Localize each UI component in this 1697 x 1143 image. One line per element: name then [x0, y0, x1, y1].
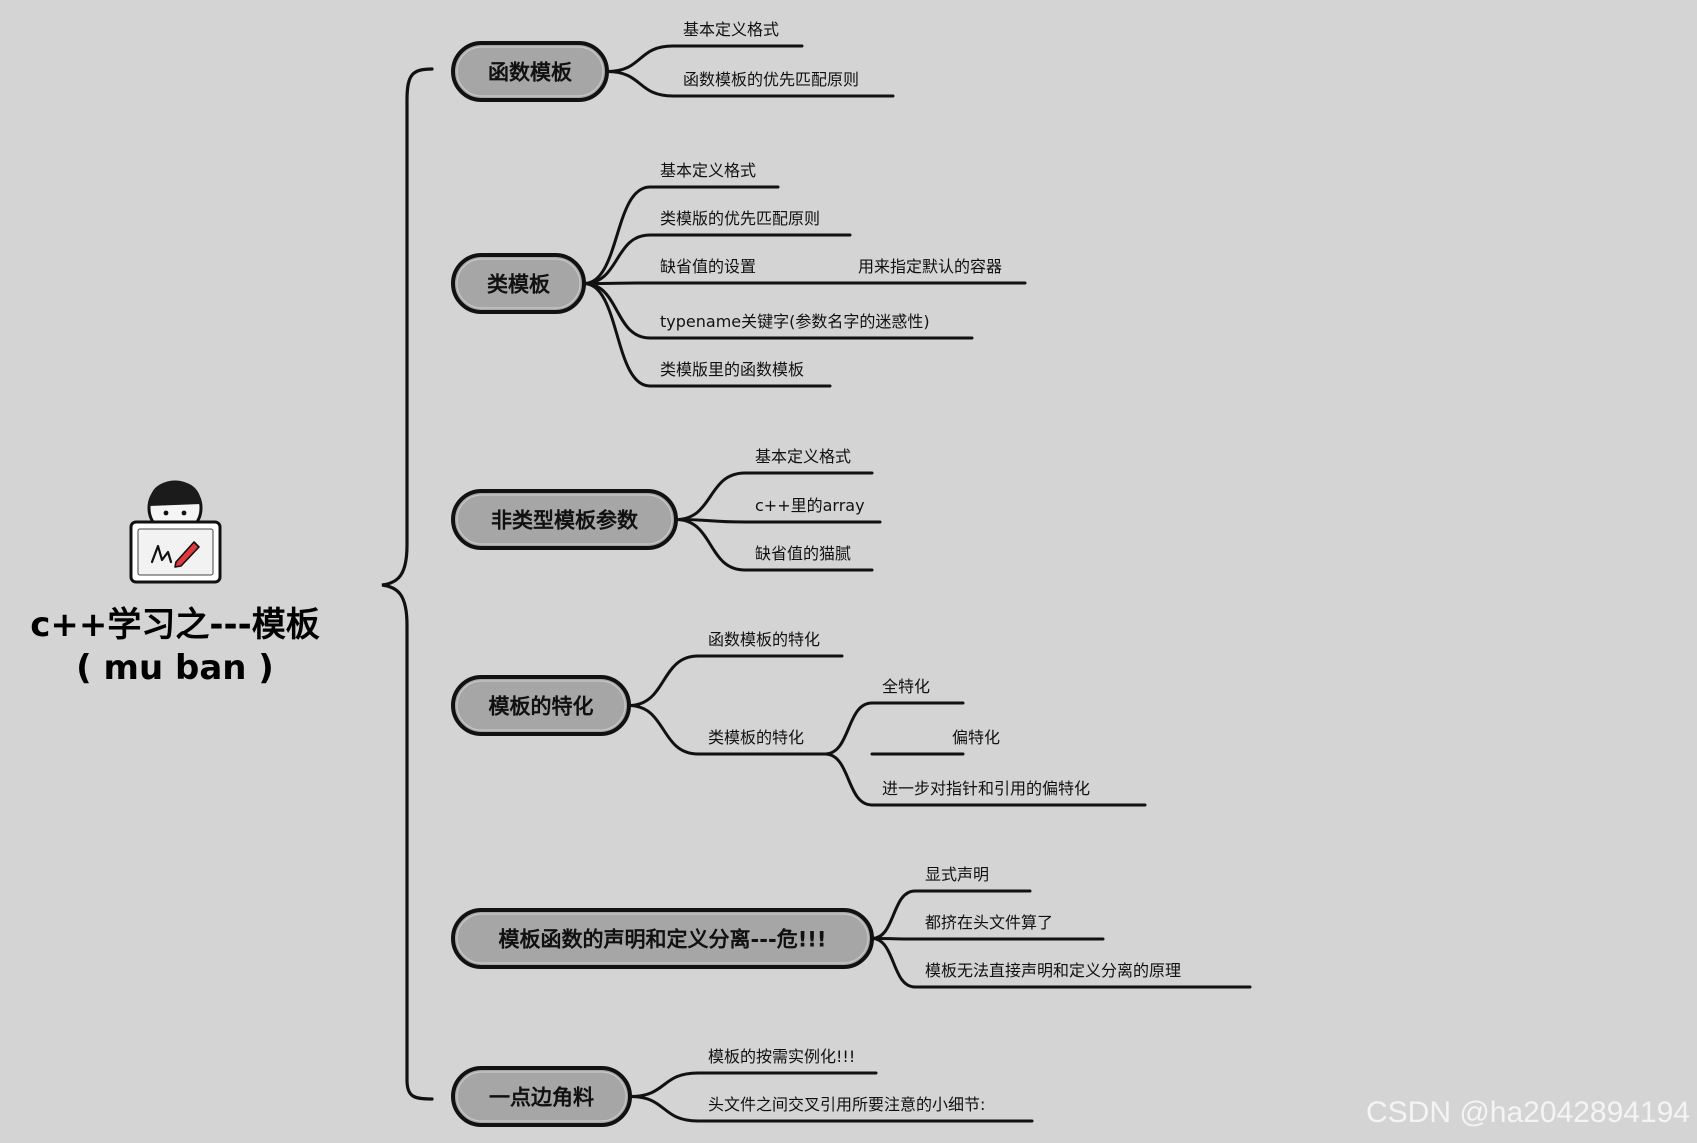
branch-6-connector-2: [630, 1097, 698, 1122]
branch-2-subleaf-1: 用来指定默认的容器: [858, 257, 1002, 276]
branch-6-connector-1: [630, 1073, 698, 1097]
branch-6-leaf-2: 头文件之间交叉引用所要注意的小细节:: [708, 1095, 985, 1114]
branch-4-connector-2: [629, 706, 698, 755]
branch-5-connector-3: [872, 939, 915, 988]
branch-1-connector-2: [607, 72, 673, 97]
branch-2-leaf-1: 基本定义格式: [660, 161, 756, 180]
branch-label-3: 非类型模板参数: [491, 509, 639, 533]
root-title: c++学习之---模板: [30, 605, 319, 645]
branch-1-connector-1: [607, 46, 673, 72]
branch-2-connector-2: [584, 235, 650, 284]
branch-2-connector-3: [584, 283, 650, 284]
branch-2-leaf-4: typename关键字(参数名字的迷惑性): [660, 312, 930, 331]
branch-label-2: 类模板: [487, 273, 551, 297]
branch-label-4: 模板的特化: [489, 695, 594, 719]
character-laptop-icon: [131, 481, 220, 582]
watermark: CSDN @ha2042894194: [1366, 1096, 1690, 1129]
branch-1-leaf-2: 函数模板的优先匹配原则: [683, 70, 859, 89]
branch-3-leaf-3: 缺省值的猫腻: [755, 544, 851, 563]
root-subtitle: ( mu ban ): [76, 648, 274, 688]
branch-2-connector-5: [584, 284, 650, 387]
branch-6-leaf-1: 模板的按需实例化!!!: [708, 1047, 855, 1066]
branch-5-leaf-2: 都挤在头文件算了: [925, 913, 1053, 932]
branch-5-leaf-1: 显式声明: [925, 865, 989, 884]
branch-4-subleaf-3: 进一步对指针和引用的偏特化: [882, 779, 1090, 798]
branch-4-subleaf-2: 偏特化: [952, 728, 1000, 747]
branch-3-leaf-1: 基本定义格式: [755, 447, 851, 466]
branch-3-connector-3: [676, 520, 745, 571]
branch-5-leaf-3: 模板无法直接声明和定义分离的原理: [925, 961, 1181, 980]
branch-3-connector-1: [676, 473, 745, 520]
branch-1-leaf-1: 基本定义格式: [683, 20, 779, 39]
branch-4-sub-connector-1: [825, 703, 872, 754]
branch-label-1: 函数模板: [488, 61, 573, 85]
main-brace: [382, 69, 432, 1099]
branch-5-connector-1: [872, 891, 915, 939]
branch-4-leaf-2: 类模板的特化: [708, 728, 804, 747]
branch-2-leaf-5: 类模版里的函数模板: [660, 360, 804, 379]
branch-label-5: 模板函数的声明和定义分离---危!!!: [499, 928, 827, 952]
branch-4-connector-1: [629, 656, 698, 706]
branch-label-6: 一点边角料: [489, 1086, 594, 1110]
branch-2-leaf-2: 类模版的优先匹配原则: [660, 209, 820, 228]
branch-4-leaf-1: 函数模板的特化: [708, 630, 820, 649]
branch-4-subleaf-1: 全特化: [882, 677, 930, 696]
branch-4-sub-connector-3: [825, 754, 872, 805]
branch-3-leaf-2: c++里的array: [755, 496, 865, 515]
branch-2-leaf-3: 缺省值的设置: [660, 257, 756, 276]
